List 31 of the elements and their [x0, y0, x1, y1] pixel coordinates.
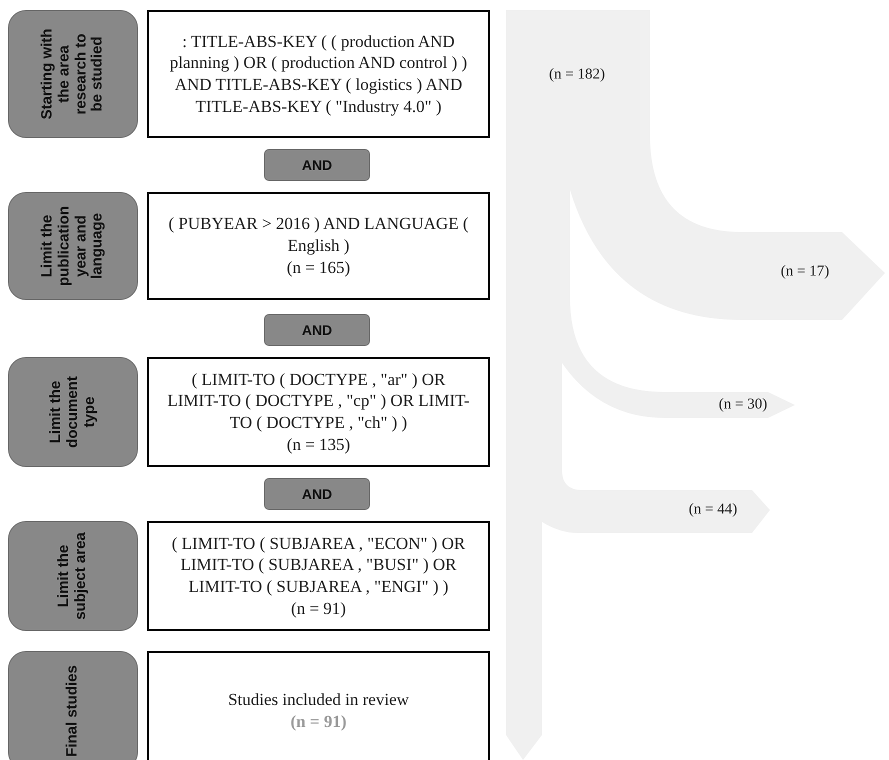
count-text: (n = 91): [291, 598, 346, 620]
query-text: ( PUBYEAR > 2016 ) AND LANGUAGE ( English ): [168, 213, 470, 257]
query-text: Studies included in review: [228, 688, 409, 710]
step-label-box: [8, 357, 138, 467]
query-box: [147, 357, 490, 467]
step-label-box: [8, 521, 138, 631]
step-label-box: [8, 651, 138, 760]
step-label-box: [8, 10, 138, 138]
query-text: ( LIMIT-TO ( DOCTYPE , "ar" ) OR LIMIT-TO ( DOCTYPE , "cp" ) OR LIMIT-TO ( DOCTYPE , "ch" ) ): [166, 368, 471, 434]
count-text: (n = 165): [286, 256, 350, 279]
query-text: : TITLE-ABS-KEY ( ( production AND planning ) OR ( production AND control ) ) AND TITLE-ABS-KEY ( logistics ) AND TITLE-ABS-KEY ( "Industry 4.0" ): [168, 30, 468, 118]
result-box: [147, 651, 490, 760]
operator-box: AND: [264, 478, 370, 510]
step-label-box: [8, 192, 138, 300]
count-label: (n = 17): [780, 264, 830, 280]
step-label: Limit the publication year and language: [39, 205, 107, 288]
operator-box: AND: [264, 314, 370, 346]
query-text: ( LIMIT-TO ( SUBJAREA , "ECON" ) OR LIMIT-TO ( SUBJAREA , "BUSI" ) OR LIMIT-TO ( SUBJAREA , "ENGI" ) ): [170, 532, 466, 598]
count-text: (n = 91): [290, 710, 346, 732]
step-label: Limit the subject area: [56, 531, 90, 622]
count-label: (n = 182): [549, 66, 605, 84]
count-text: (n = 135): [286, 434, 350, 456]
query-box: [147, 10, 490, 138]
count-label: (n = 44): [688, 502, 738, 518]
step-label: Final studies: [64, 664, 82, 758]
step-label: Starting with the area research to be studied: [39, 28, 107, 122]
query-box: [147, 192, 490, 300]
step-label: Limit the document type: [48, 375, 98, 450]
count-label: (n = 30): [718, 396, 768, 414]
operator-box: AND: [264, 149, 370, 181]
query-box: [147, 521, 490, 631]
